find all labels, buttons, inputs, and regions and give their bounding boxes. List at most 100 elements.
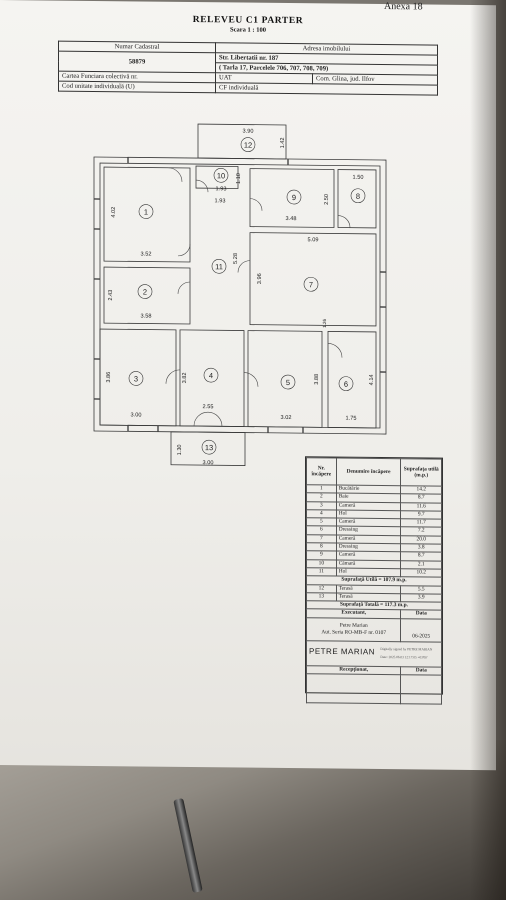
- door-swing-5: [243, 372, 259, 387]
- dim-r11-h: 5.28: [233, 253, 239, 264]
- door-swing-2: [177, 281, 191, 294]
- legend-room-nr: 13: [306, 592, 337, 602]
- signature-area: PETRE MARIAN Digitally signed by PETRE M…: [306, 640, 442, 667]
- legend-room-name: Cămară: [336, 559, 401, 569]
- dim-r12-h: 1.42: [280, 137, 286, 148]
- room-10-circle: [213, 168, 229, 183]
- dim-r3-w: 3.00: [131, 412, 142, 418]
- dim-r7-h: 3.96: [257, 273, 263, 284]
- terrace-13-outline: [170, 431, 246, 466]
- room-9-outline: [249, 168, 335, 228]
- room-8-circle: [350, 188, 366, 204]
- outer-wall-outer: [93, 156, 387, 435]
- dim-r1-w: 3.52: [141, 251, 152, 257]
- room-5-circle: [280, 374, 296, 390]
- dim-r7-w: 5.09: [308, 237, 319, 243]
- room-8-number: 8: [356, 192, 360, 201]
- legend-col-nr: Nr. încăpere: [306, 457, 337, 486]
- dim-r10-h: 1.10: [236, 173, 242, 184]
- room-7-number: 7: [309, 280, 313, 289]
- room-3-outline: [99, 328, 177, 427]
- door-swing-10: [195, 179, 209, 193]
- dim-r6-h: 4.14: [369, 374, 375, 385]
- unit-code-label: Cod unitate individuală (U): [58, 81, 216, 93]
- legend-room-nr: 8: [306, 542, 337, 552]
- door-swing-9: [249, 198, 263, 211]
- dim-r4-h: 3.82: [182, 372, 188, 383]
- legend-col-name: Denumire încăpere: [336, 458, 401, 486]
- room-5-number: 5: [286, 378, 290, 387]
- room-12-circle: [240, 137, 256, 152]
- receptionat-date-blank: [400, 674, 442, 705]
- room-13-number: 13: [205, 443, 213, 452]
- dim-r5-w: 3.02: [281, 415, 292, 421]
- room-12-number: 12: [244, 141, 252, 150]
- legend-room-name: Cameră: [336, 551, 401, 561]
- dim-r4-w: 2.55: [203, 404, 214, 410]
- door-swing-3: [165, 369, 181, 384]
- legend-room-nr: 5: [306, 517, 337, 527]
- room-10-outline: [195, 165, 239, 189]
- dim-r9-h: 2.50: [324, 194, 330, 205]
- door-swing-entry: [193, 411, 223, 427]
- signature-note-2: Date: 2025.06.03 12:17:05 +03'00': [380, 654, 428, 660]
- executant-name: Petre Marian: [339, 622, 368, 629]
- dim-r1-h: 4.02: [111, 207, 117, 218]
- room-11-number: 11: [215, 262, 223, 271]
- legend-room-name: Cameră: [336, 534, 401, 544]
- dim-r13-w: 3.00: [203, 460, 214, 466]
- room-2-number: 2: [143, 287, 147, 296]
- cadastral-value: 58879: [58, 51, 216, 73]
- room-1-number: 1: [144, 208, 148, 217]
- room-4-circle: [203, 367, 219, 383]
- room-13-circle: [201, 439, 217, 455]
- legend-room-name: Hol: [336, 567, 401, 577]
- legend-room-name: Bucătărie: [336, 485, 401, 494]
- room-4-number: 4: [209, 371, 213, 380]
- terrace-12-outline: [197, 123, 287, 160]
- dim-r2-w: 3.58: [141, 313, 152, 319]
- legend-room-nr: 10: [306, 559, 337, 568]
- dim-r13-h: 1.30: [177, 444, 183, 455]
- room-3-circle: [128, 371, 144, 386]
- dim-r3-h: 3.86: [106, 372, 112, 383]
- legend-room-name: Cameră: [336, 501, 401, 511]
- room-2-circle: [137, 284, 153, 299]
- room-4-outline: [179, 329, 245, 427]
- document-page: Anexa 18 RELEVEU C1 PARTER Scara 1 : 100…: [0, 0, 496, 771]
- signature-note: Digitally signed by PETRE MARIAN Date: 2…: [380, 646, 432, 661]
- room-1-outline: [103, 166, 191, 263]
- room-7-circle: [303, 276, 319, 292]
- executant-info: Petre Marian Aut. Seria RO-MB-F nr. 0107: [306, 617, 401, 642]
- legend-room-name: Dressing: [336, 526, 401, 536]
- dim-r10-w: 1.93: [216, 186, 227, 192]
- room-2-outline: [103, 266, 191, 325]
- legend-room-nr: 2: [306, 493, 337, 502]
- room-7-outline: [249, 232, 377, 327]
- executant-authorization: Aut. Seria RO-MB-F nr. 0107: [321, 629, 387, 636]
- legend-room-nr: 1: [306, 484, 337, 494]
- legend-room-nr: 9: [306, 551, 337, 560]
- legend-room-nr: 6: [306, 526, 337, 535]
- legend-room-name: Hol: [336, 509, 401, 519]
- door-swing-8: [337, 215, 351, 228]
- legend-room-name: Dressing: [336, 543, 401, 553]
- uat-value: Com. Glina, jud. Ilfov: [312, 73, 438, 86]
- room-8-outline: [337, 169, 377, 229]
- dim-r2-h: 2.43: [108, 290, 114, 301]
- dim-r6-w: 1.75: [346, 416, 357, 422]
- legend-col-area-unit: (m.p.): [414, 472, 429, 479]
- legend-table: Nr. încăpere Denumire încăpere Suprafaţa…: [306, 457, 442, 705]
- legend-room-name: Terasă: [336, 592, 401, 602]
- dim-r5-h: 3.88: [314, 374, 320, 385]
- dim-r6-top: 1.26: [322, 318, 327, 327]
- legend-room-nr: 12: [306, 584, 337, 593]
- room-9-number: 9: [292, 193, 296, 202]
- room-9-circle: [286, 189, 302, 205]
- signature-name: PETRE MARIAN: [309, 647, 376, 657]
- legend-col-area: Suprafaţa utilă (m.p.): [400, 458, 442, 487]
- legend-room-name: Baie: [336, 493, 401, 503]
- dim-r11-top: 1.93: [215, 198, 226, 204]
